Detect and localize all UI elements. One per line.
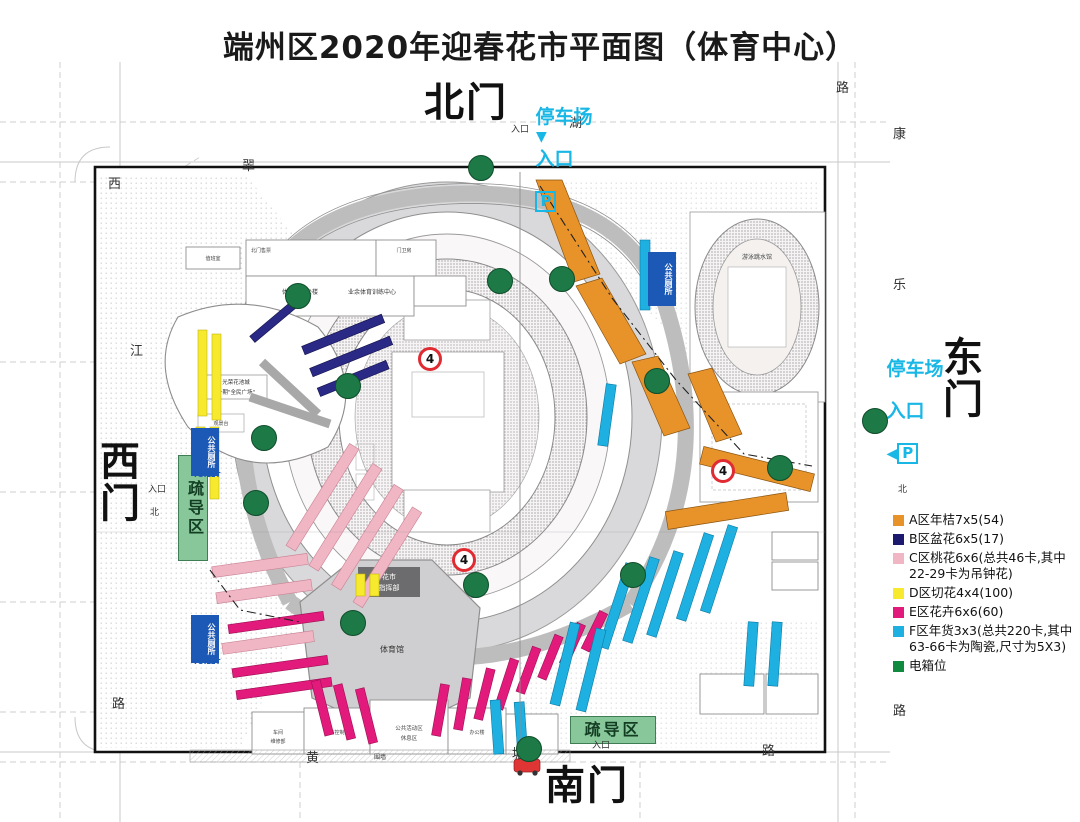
svg-text:指挥部: 指挥部 xyxy=(379,583,400,592)
legend-swatch-zone-c xyxy=(893,553,904,564)
road-label-east-1: 康 xyxy=(893,127,907,142)
road-label-north-2: 湖 xyxy=(569,116,583,131)
dispersal-zone-south: 疏导区 xyxy=(570,716,656,744)
entrance-label-north: 入口 xyxy=(511,125,530,135)
legend-swatch-zone-f xyxy=(893,626,904,637)
toilet-sign-north: 公共厕所 xyxy=(648,252,676,306)
svg-text:办公楼: 办公楼 xyxy=(469,729,484,736)
compass-north-east: 北 xyxy=(898,485,908,495)
toilet-sign-west: 公共厕所 xyxy=(191,428,219,476)
parking-label-east-line1: 停车场 xyxy=(886,357,944,380)
svg-text:车间: 车间 xyxy=(273,729,283,736)
parking-label-east-line2: 入口 xyxy=(886,399,925,422)
svg-text:维修部: 维修部 xyxy=(270,738,285,745)
electrical-post-8[interactable] xyxy=(516,736,542,762)
parking-label-line1: 停车场 xyxy=(535,105,593,128)
legend-label-zone-b: B区盆花6x5(17) xyxy=(909,531,1005,546)
road-label-east-2: 乐 xyxy=(893,278,907,293)
parking-p-icon: P xyxy=(535,191,557,213)
svg-text:门卫房: 门卫房 xyxy=(396,247,411,254)
legend-label-zone-e: E区花卉6x6(60) xyxy=(909,604,1004,619)
road-label-west-3: 路 xyxy=(112,697,126,712)
legend-item-zone-e: E区花卉6x6(60) xyxy=(893,604,1078,620)
svg-text:消防控制室: 消防控制室 xyxy=(324,729,349,736)
svg-text:一期"全民广场": 一期"全民广场" xyxy=(217,388,255,396)
legend-swatch-zone-e xyxy=(893,607,904,618)
parking-entrance-east[interactable]: 停车场 入口 ◀P xyxy=(860,338,943,485)
legend-item-zone-d: D区切花4x4(100) xyxy=(893,585,1078,601)
legend-swatch-zone-a xyxy=(893,515,904,526)
electrical-post-7[interactable] xyxy=(620,562,646,588)
entrance-label-south: 入口 xyxy=(592,741,611,751)
legend-item-zone-c: C区桃花6x6(总共46卡,其中22-29卡为吊钟花) xyxy=(893,550,1078,582)
electrical-post-13[interactable] xyxy=(463,572,489,598)
toilet-west-en: TOILET xyxy=(193,471,221,479)
electrical-post-4[interactable] xyxy=(644,368,670,394)
svg-text:观景台: 观景台 xyxy=(213,420,228,427)
legend-item-zone-b: B区盆花6x5(17) xyxy=(893,531,1078,547)
svg-text:游泳跳水馆: 游泳跳水馆 xyxy=(742,253,772,261)
parking-arrow-east: ◀ xyxy=(886,446,898,463)
gate-label-east: 东门 xyxy=(936,336,982,420)
page-title: 端州区2020年迎春花市平面图（体育中心） xyxy=(222,30,858,66)
legend-item-zone-a: A区年桔7x5(54) xyxy=(893,512,1078,528)
legend-item-zone-f: F区年货3x3(总共220卡,其中63-66卡为陶瓷,尺寸为5X3) xyxy=(893,623,1078,655)
road-label-north-1: 翠 xyxy=(242,159,256,174)
svg-text:体育馆: 体育馆 xyxy=(380,644,404,654)
speed-limit-sign-1: 4 xyxy=(418,347,442,371)
legend-label-zone-d: D区切花4x4(100) xyxy=(909,585,1014,600)
entrance-label-west: 入口 xyxy=(148,485,167,495)
toilet-sw-line1: 公共厕所 xyxy=(207,623,216,655)
electrical-post-5[interactable] xyxy=(767,455,793,481)
toilet-sign-southwest: 公共厕所 xyxy=(191,615,219,663)
svg-text:业余体育训练中心: 业余体育训练中心 xyxy=(348,288,396,296)
compass-north-west: 北 xyxy=(150,508,160,518)
legend-label-zone-c: C区桃花6x6(总共46卡,其中22-29卡为吊钟花) xyxy=(909,550,1066,581)
road-label-north-3: 路 xyxy=(836,81,850,96)
gate-label-north: 北门 xyxy=(424,80,508,126)
speed-limit-sign-3: 4 xyxy=(452,548,476,572)
road-label-east-3: 路 xyxy=(893,704,907,719)
svg-text:围墙: 围墙 xyxy=(374,753,386,761)
gate-label-west: 西门 xyxy=(93,440,139,524)
parking-label-line2: 入口 xyxy=(535,147,574,170)
road-label-west-1: 西 xyxy=(108,177,122,192)
legend-label-zone-f: F区年货3x3(总共220卡,其中63-66卡为陶瓷,尺寸为5X3) xyxy=(909,623,1073,654)
toilet-sw-en: TOILET xyxy=(193,658,221,666)
svg-text:花市: 花市 xyxy=(382,572,396,581)
svg-text:休息区: 休息区 xyxy=(401,734,418,742)
legend-label-zone-a: A区年桔7x5(54) xyxy=(909,512,1005,527)
electrical-post-2[interactable] xyxy=(487,268,513,294)
svg-text:光荣花池城: 光荣花池城 xyxy=(222,378,250,386)
electrical-post-1[interactable] xyxy=(468,155,494,181)
road-label-south-1: 黄 xyxy=(306,751,320,766)
parking-entrance-north[interactable]: 停车场 入口 P xyxy=(509,86,592,233)
legend-label-electrical: 电箱位 xyxy=(909,658,947,673)
parking-arrow-north: ▼ xyxy=(536,129,547,145)
electrical-post-3[interactable] xyxy=(549,266,575,292)
electrical-post-14[interactable] xyxy=(340,610,366,636)
legend-swatch-zone-b xyxy=(893,534,904,545)
map-legend: A区年桔7x5(54) B区盆花6x5(17) C区桃花6x6(总共46卡,其中… xyxy=(893,512,1078,677)
svg-text:北门售票: 北门售票 xyxy=(251,247,271,254)
electrical-post-10[interactable] xyxy=(335,373,361,399)
gate-label-south: 南门 xyxy=(545,763,629,809)
road-label-south-3: 路 xyxy=(762,744,776,759)
electrical-post-6[interactable] xyxy=(862,408,888,434)
speed-limit-sign-2: 4 xyxy=(711,459,735,483)
legend-swatch-electrical xyxy=(893,661,904,672)
electrical-post-11[interactable] xyxy=(285,283,311,309)
legend-item-electrical: 电箱位 xyxy=(893,658,1078,674)
toilet-west-line1: 公共厕所 xyxy=(207,436,216,468)
toilet-n-line1: 公共厕所 xyxy=(664,263,673,295)
electrical-post-9[interactable] xyxy=(243,490,269,516)
svg-text:值班室: 值班室 xyxy=(205,255,220,262)
road-label-west-2: 江 xyxy=(130,344,144,359)
parking-p-icon-east: P xyxy=(897,443,919,465)
electrical-post-12[interactable] xyxy=(251,425,277,451)
svg-text:公共活动区: 公共活动区 xyxy=(395,724,423,732)
legend-swatch-zone-d xyxy=(893,588,904,599)
